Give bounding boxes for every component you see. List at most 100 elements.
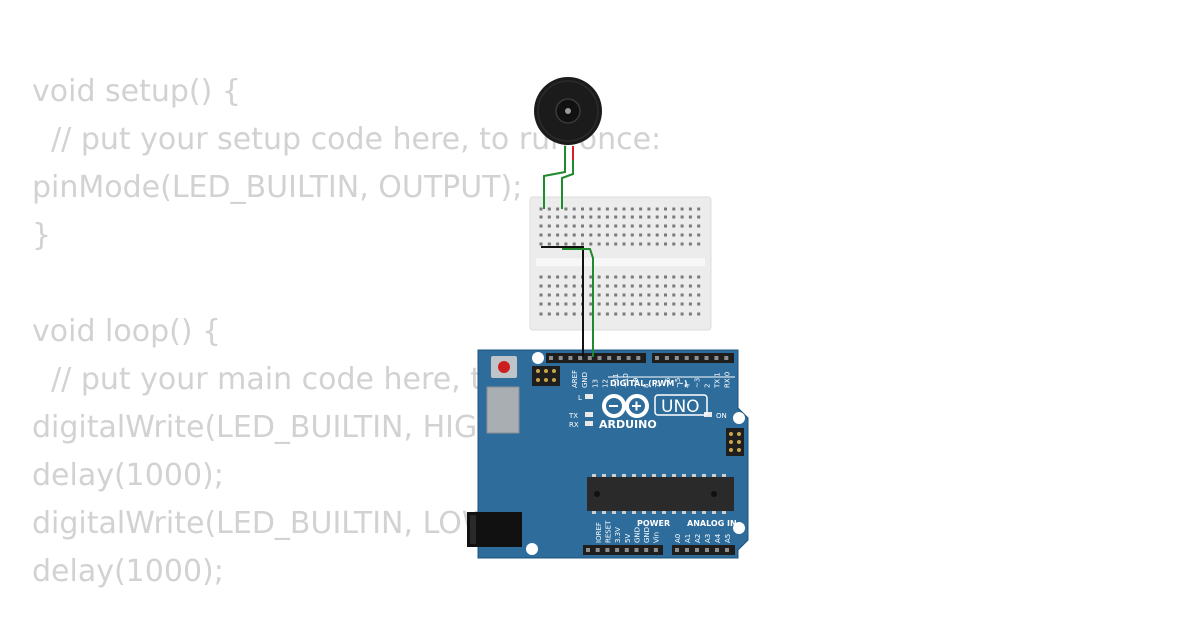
breadboard-hole (581, 224, 584, 228)
breadboard-hole (680, 312, 684, 316)
breadboard-hole (589, 293, 593, 297)
breadboard-hole (655, 224, 659, 228)
breadboard-hole (622, 242, 626, 246)
pin-label: Vin (653, 532, 661, 543)
breadboard-hole (547, 224, 551, 228)
header-hole (664, 356, 669, 360)
breadboard-hole (672, 312, 676, 316)
breadboard-hole (605, 207, 609, 211)
breadboard-hole (655, 293, 659, 297)
header-hole (615, 548, 620, 552)
breadboard-hole (539, 242, 543, 246)
pin-label: ~5 (674, 378, 682, 388)
breadboard-hole (672, 215, 676, 219)
code-line: digitalWrite(LED_BUILTIN, HIGH); (32, 410, 522, 445)
power-header[interactable] (583, 545, 663, 555)
breadboard-hole (605, 242, 609, 246)
svg-text:ON: ON (716, 412, 727, 420)
breadboard-hole (630, 233, 634, 237)
breadboard-hole (597, 242, 601, 246)
pin-label: A4 (714, 533, 722, 543)
breadboard-hole (697, 207, 701, 211)
pin-label: GND (633, 527, 641, 543)
pin-label: ~9 (632, 378, 640, 388)
reset-button[interactable] (491, 356, 517, 378)
pin-label: ~3 (694, 378, 702, 388)
power-jack (467, 512, 522, 547)
mounting-hole (526, 543, 538, 555)
chip-pin (722, 474, 726, 477)
breadboard-hole (655, 284, 659, 288)
breadboard-hole (680, 284, 684, 288)
breadboard-hole (647, 275, 651, 279)
header-hole (685, 548, 689, 552)
breadboard-hole (572, 224, 576, 228)
breadboard-hole (572, 284, 576, 288)
mounting-hole (532, 352, 544, 364)
breadboard-hole (581, 233, 584, 237)
chip-pin (632, 511, 636, 514)
breadboard-hole (556, 275, 560, 279)
pin-label: RESET (605, 520, 613, 543)
breadboard-hole (614, 215, 618, 219)
breadboard-holes (539, 207, 701, 316)
header-hole (655, 356, 659, 360)
chip-pin (612, 474, 616, 477)
header-hole (704, 356, 709, 360)
breadboard-hole (589, 242, 593, 246)
header-hole (586, 548, 590, 552)
breadboard-hole (614, 224, 618, 228)
breadboard-hole (539, 312, 543, 316)
piezo-buzzer-icon[interactable] (534, 77, 602, 145)
breadboard-hole (655, 242, 659, 246)
digital-header-left[interactable] (546, 353, 646, 363)
header-hole (595, 548, 600, 552)
pin-label: A0 (674, 534, 682, 543)
pin-label: 5V (624, 534, 632, 543)
chip-pin (642, 474, 646, 477)
analog-header[interactable] (672, 545, 735, 555)
breadboard-hole (539, 293, 543, 297)
breadboard-hole (589, 224, 593, 228)
breadboard-hole (614, 275, 618, 279)
breadboard-hole (547, 284, 551, 288)
breadboard-hole (556, 302, 560, 306)
chip-pin (682, 474, 686, 477)
breadboard-hole (547, 312, 551, 316)
header-holes (549, 356, 729, 552)
chip-pin (662, 511, 666, 514)
header-hole (695, 548, 699, 552)
breadboard-hole (630, 312, 634, 316)
breadboard-hole (589, 312, 593, 316)
breadboard-hole (614, 242, 618, 246)
breadboard-hole (605, 284, 609, 288)
header-hole (644, 548, 649, 552)
status-leds: L TX RX ON (568, 394, 727, 429)
breadboard-hole (564, 233, 568, 237)
breadboard-hole (614, 207, 618, 211)
breadboard-hole (564, 207, 568, 211)
svg-text:TX: TX (568, 412, 578, 420)
header-hole (705, 548, 709, 552)
breadboard-hole (647, 242, 651, 246)
breadboard-hole (647, 224, 651, 228)
breadboard-hole (664, 284, 667, 288)
digital-header-right[interactable] (652, 353, 734, 363)
pin-label: 3.3V (614, 527, 622, 543)
breadboard[interactable] (529, 196, 712, 331)
breadboard-hole (572, 215, 576, 219)
breadboard-hole (605, 233, 609, 237)
on-led (704, 412, 712, 417)
breadboard-hole (672, 242, 676, 246)
breadboard-hole (697, 275, 701, 279)
header-hole (558, 356, 563, 360)
breadboard-hole (639, 275, 643, 279)
pin-label: TX 1 (713, 372, 721, 389)
chip-pin (592, 511, 596, 514)
header-hole (568, 356, 573, 360)
header-hole (549, 356, 553, 360)
